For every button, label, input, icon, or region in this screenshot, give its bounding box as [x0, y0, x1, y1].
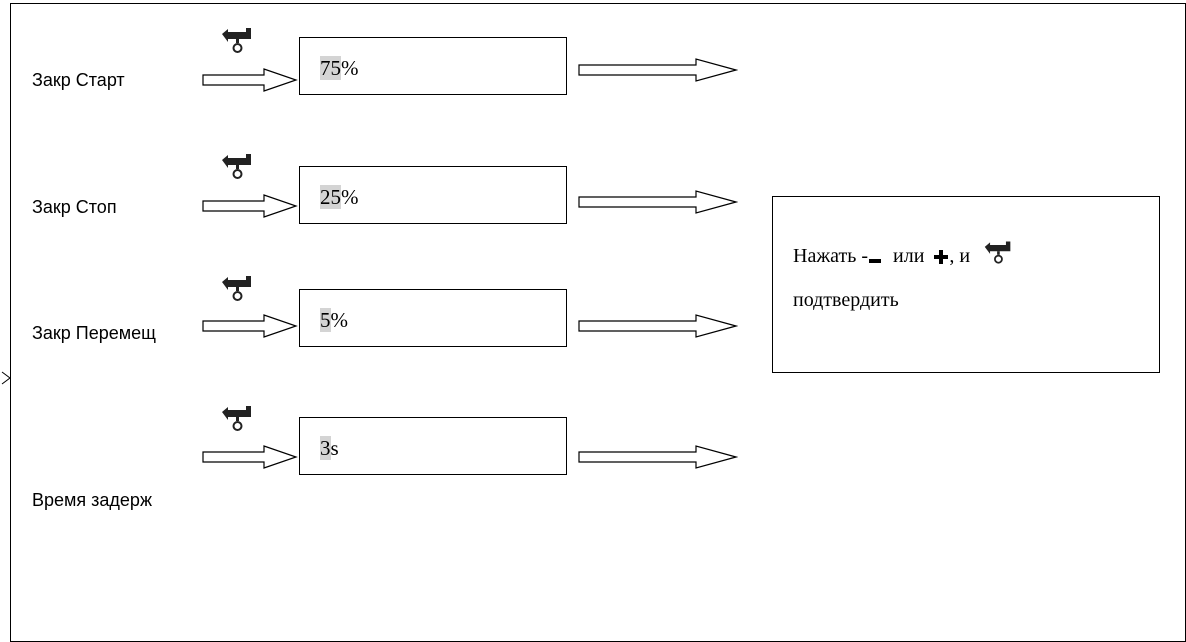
instruction-and-text: , и: [949, 245, 971, 267]
value-box-delay-time: 3s: [299, 417, 567, 475]
minus-icon: [869, 259, 882, 264]
enter-key-icon: [222, 406, 251, 431]
output-arrow: [578, 190, 738, 214]
instruction-or-text: или: [893, 245, 925, 267]
input-arrow: [202, 314, 298, 338]
output-arrow: [578, 445, 738, 469]
value-delay-time: 3s: [320, 436, 339, 460]
enter-key-icon: [222, 154, 251, 179]
input-arrow: [202, 445, 298, 469]
enter-key-icon: [984, 241, 1011, 264]
row-label-delay-time: Время задерж: [32, 490, 152, 510]
row-label-close-move: Закр Перемещ: [32, 323, 156, 343]
value-box-close-start: 75%: [299, 37, 567, 95]
instruction-press-text: Нажать -: [793, 245, 869, 267]
input-arrow: [202, 68, 298, 92]
output-arrow: [578, 58, 738, 82]
left-edge-arrow-tip: [1, 371, 11, 385]
instruction-line-2: подтвердить: [793, 289, 899, 311]
value-close-start: 75%: [320, 56, 359, 80]
plus-icon: [934, 250, 949, 265]
value-box-close-move: 5%: [299, 289, 567, 347]
value-close-move: 5%: [320, 308, 348, 332]
output-arrow: [578, 314, 738, 338]
value-close-stop: 25%: [320, 185, 359, 209]
enter-key-icon: [222, 276, 251, 301]
value-box-close-stop: 25%: [299, 166, 567, 224]
input-arrow: [202, 194, 298, 218]
enter-key-icon: [222, 28, 251, 53]
row-label-close-stop: Закр Стоп: [32, 197, 117, 217]
instruction-line-1: Нажать - или , и: [793, 241, 1013, 268]
instruction-box: Нажать - или , и подтвердить: [772, 196, 1160, 373]
row-label-close-start: Закр Старт: [32, 70, 125, 90]
